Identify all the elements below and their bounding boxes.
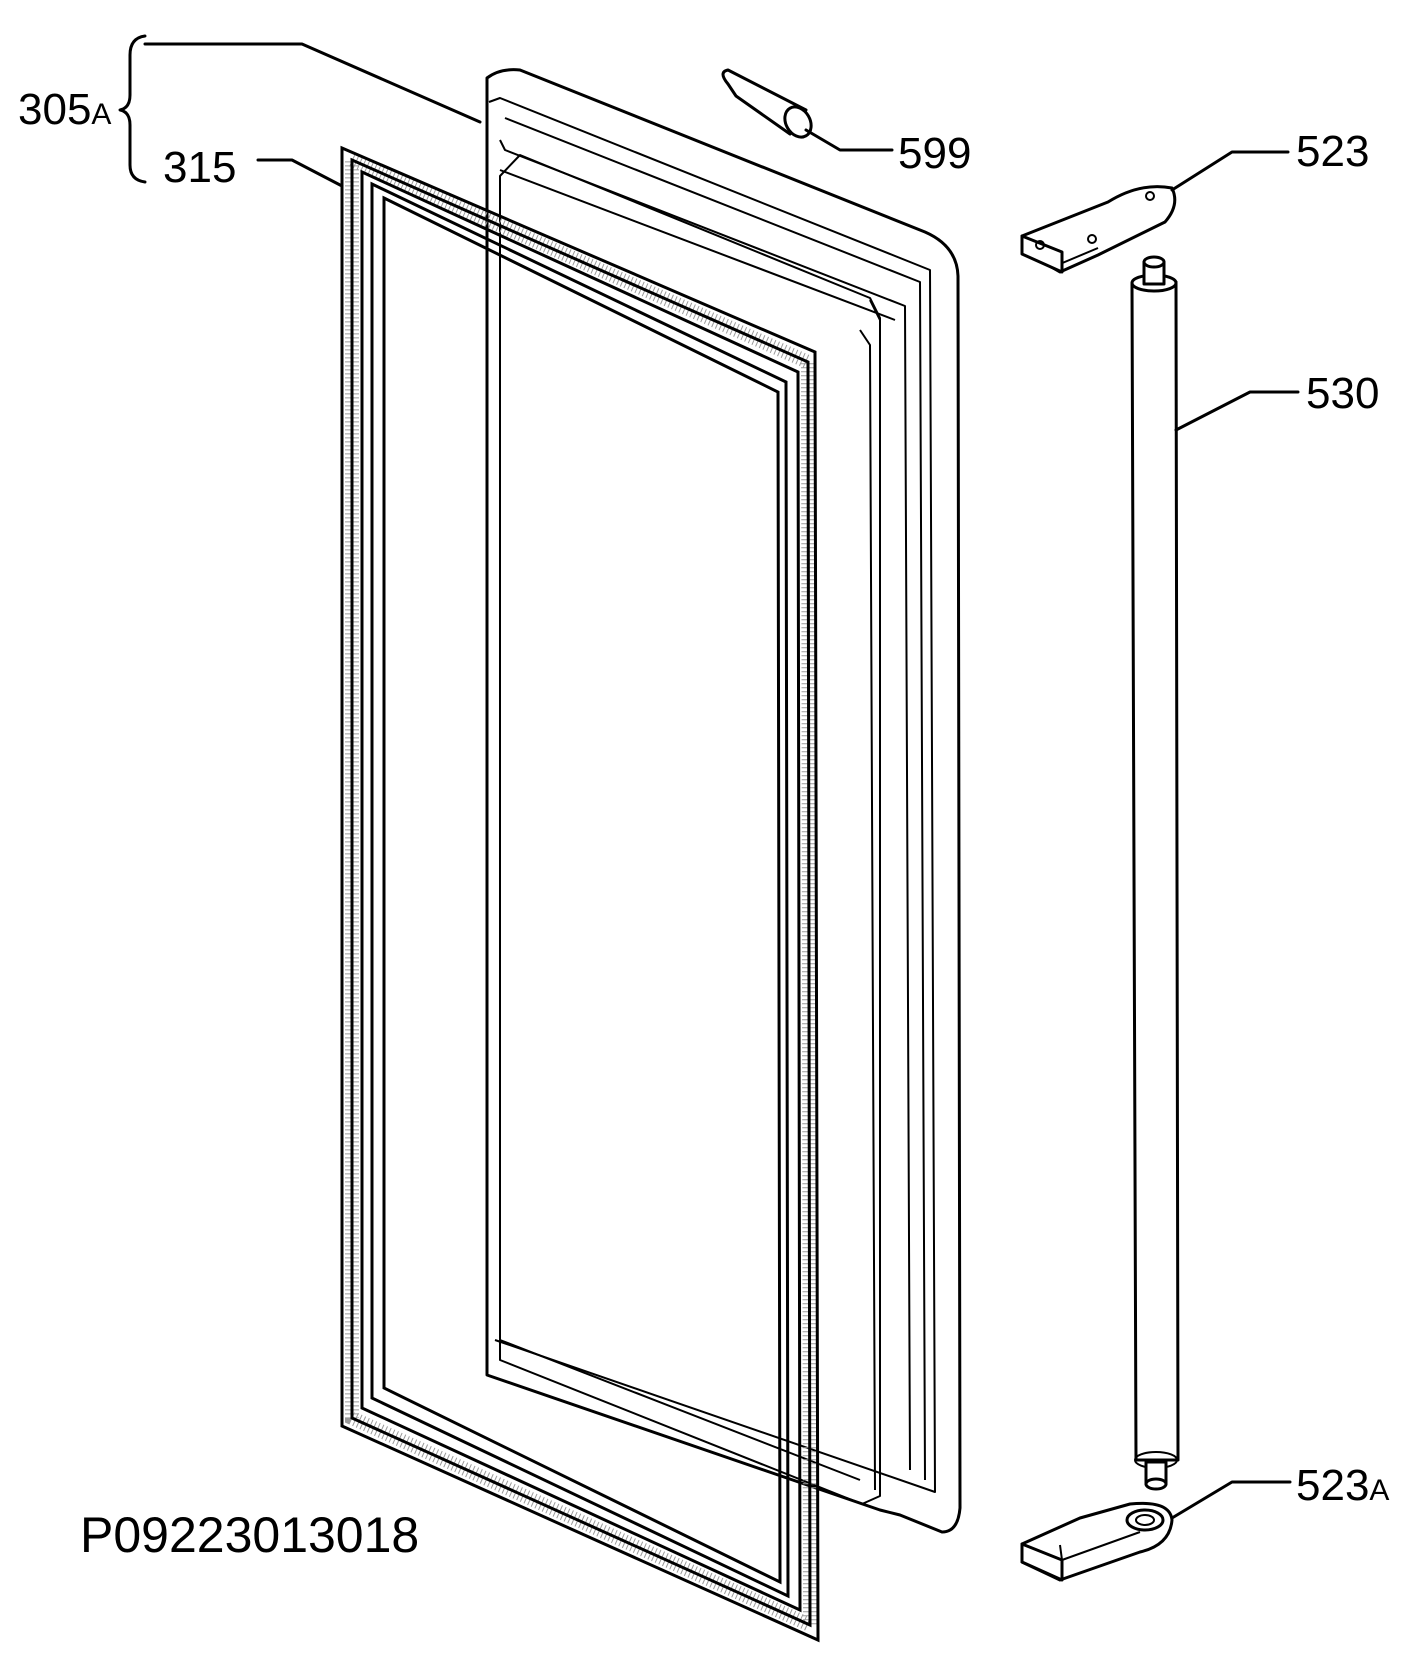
door-gasket: [340, 145, 820, 1643]
plug-part: [721, 68, 813, 139]
label-599: 599: [898, 129, 971, 178]
hinge-pin-part: [1130, 255, 1180, 1491]
leader-line-530: [1174, 390, 1300, 432]
group-bracket-305A: [118, 34, 147, 184]
leader-line-305A: [143, 42, 482, 124]
drawing-code: P09223013018: [80, 1507, 419, 1563]
label-523: 523: [1296, 127, 1369, 176]
label-315: 315: [163, 143, 236, 192]
bottom-hinge-part: [1020, 1501, 1174, 1582]
leader-line-523A: [1170, 1480, 1292, 1520]
leader-line-523: [1170, 150, 1290, 192]
door-panel: [485, 68, 962, 1534]
leader-line-599: [804, 128, 894, 152]
top-hinge-part: [1020, 185, 1177, 274]
leader-lines: [143, 42, 1300, 1520]
label-523A: 523A: [1296, 1461, 1389, 1510]
leader-line-315: [256, 158, 344, 188]
label-305A: 305A: [18, 85, 111, 134]
label-530: 530: [1306, 369, 1379, 418]
